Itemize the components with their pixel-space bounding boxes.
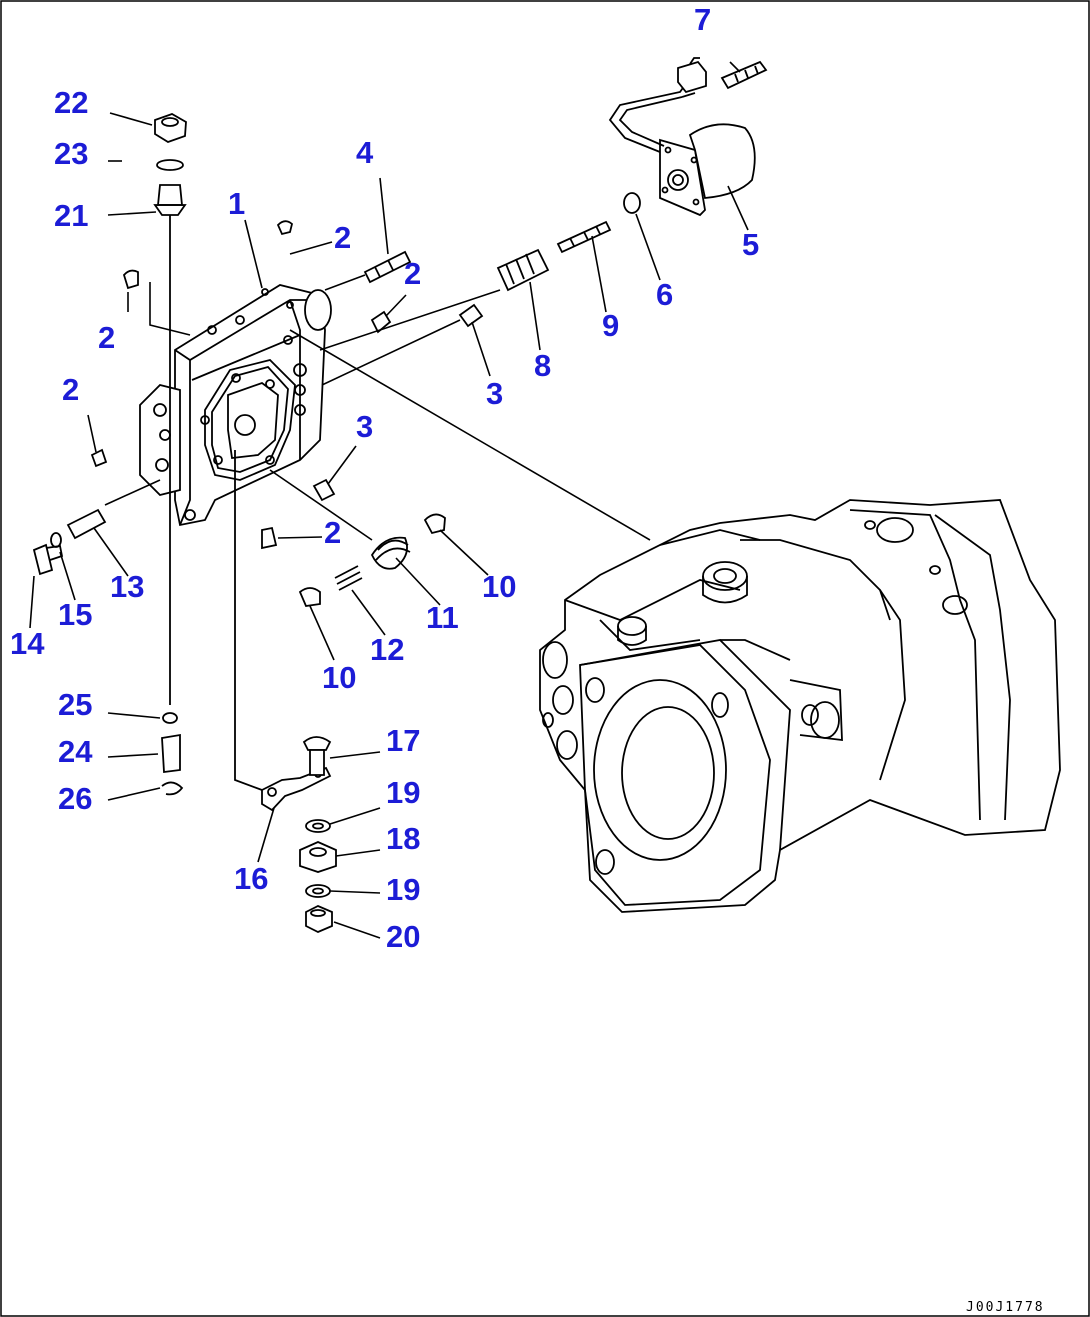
- callout-20: 20: [386, 919, 420, 954]
- callout-5: 5: [742, 227, 759, 262]
- callout-7: 7: [694, 2, 711, 37]
- callout-2: 2: [334, 220, 351, 255]
- callout-8: 8: [534, 348, 551, 383]
- callout-19: 19: [386, 872, 420, 907]
- callout-16: 16: [234, 861, 268, 896]
- callout-3: 3: [486, 376, 503, 411]
- callout-12: 12: [370, 632, 404, 667]
- callout-23: 23: [54, 136, 88, 171]
- callout-24: 24: [58, 734, 93, 769]
- small-parts: [32, 113, 641, 933]
- callout-2: 2: [404, 256, 421, 291]
- callout-2: 2: [324, 515, 341, 550]
- callout-1: 1: [228, 186, 245, 221]
- drawing-number: J00J1778: [966, 1300, 1045, 1315]
- callout-10: 10: [482, 569, 516, 604]
- leader-lines: [29, 61, 749, 939]
- callout-14: 14: [10, 626, 45, 661]
- callout-26: 26: [58, 781, 92, 816]
- callout-17: 17: [386, 723, 420, 758]
- callout-15: 15: [58, 597, 92, 632]
- callout-3: 3: [356, 409, 373, 444]
- callout-13: 13: [110, 569, 144, 604]
- callout-11: 11: [426, 600, 459, 635]
- callout-2: 2: [62, 372, 79, 407]
- pump-housing: [539, 499, 1061, 913]
- callout-10: 10: [322, 660, 356, 695]
- callout-25: 25: [58, 687, 92, 722]
- callout-2: 2: [98, 320, 115, 355]
- callout-9: 9: [602, 308, 619, 343]
- callout-18: 18: [386, 821, 420, 856]
- solenoid: [608, 57, 768, 217]
- callout-21: 21: [54, 198, 88, 233]
- callout-4: 4: [356, 135, 374, 170]
- callout-6: 6: [656, 277, 673, 312]
- callout-19: 19: [386, 775, 420, 810]
- callout-labels: 7 22 23 4 1 21 5 2 2 6 2 9 8 2 3 3 2 13 …: [10, 2, 759, 954]
- callout-22: 22: [54, 85, 88, 120]
